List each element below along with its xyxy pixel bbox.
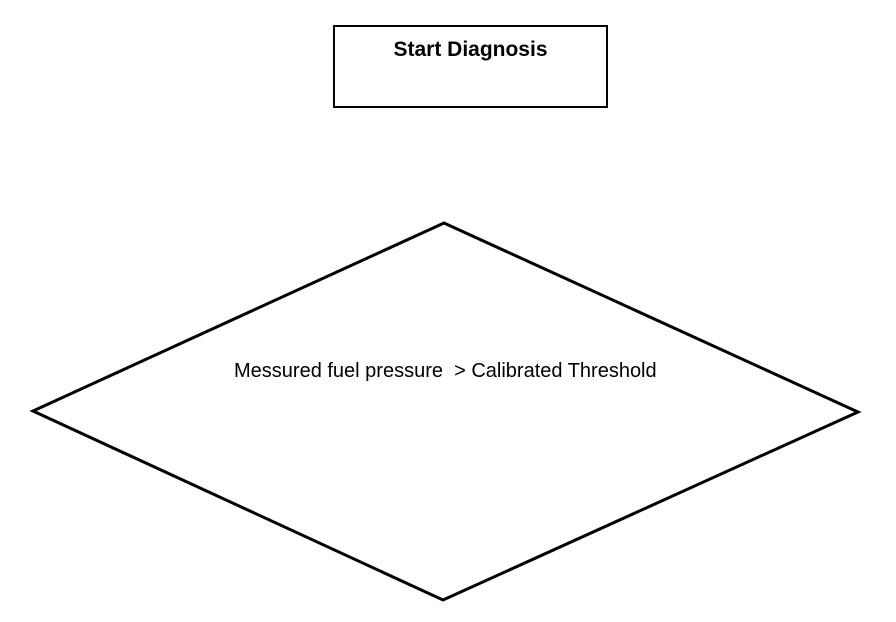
start-diagnosis-node: Start Diagnosis (333, 25, 608, 108)
diamond-outline (29, 221, 862, 602)
start-diagnosis-label: Start Diagnosis (393, 38, 548, 61)
decision-node-label: Messured fuel pressure > Calibrated Thre… (234, 360, 657, 382)
